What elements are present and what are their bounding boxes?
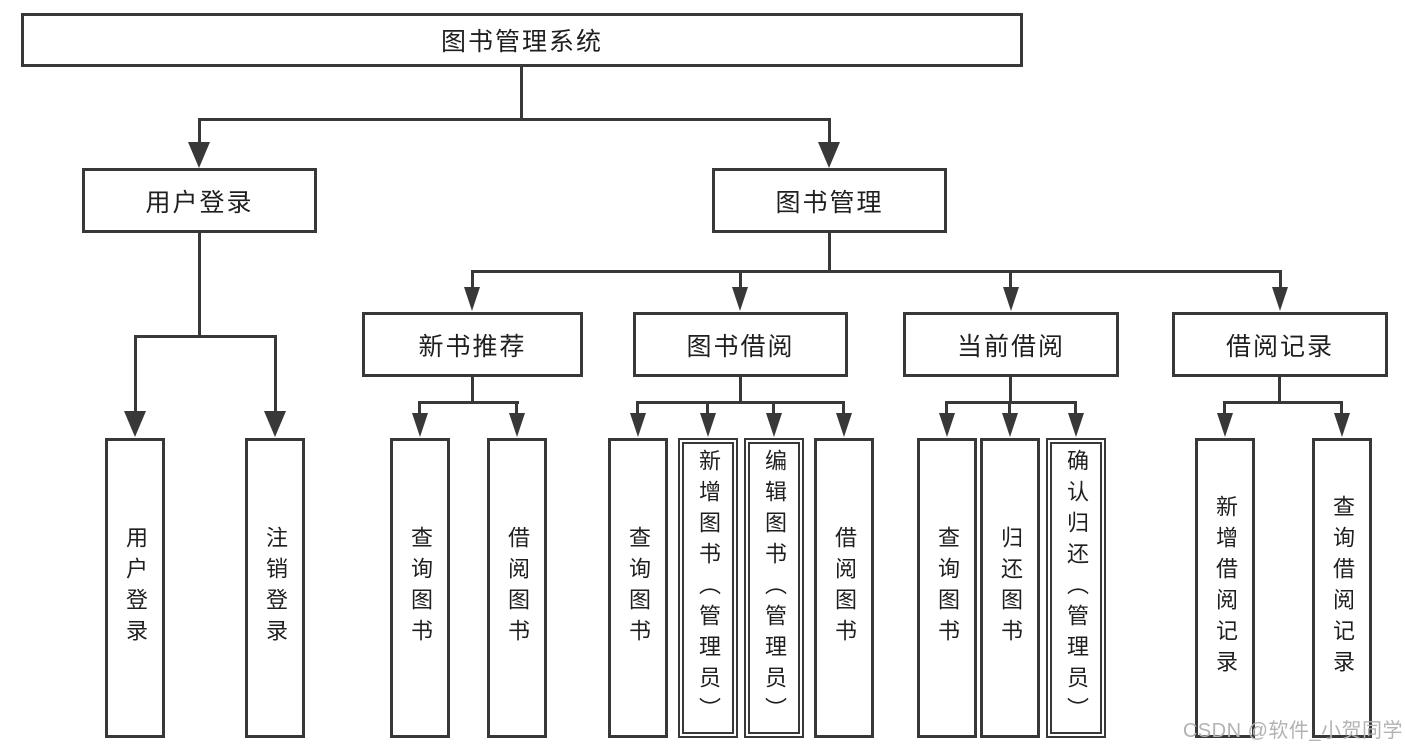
connector-drop-current-confirm bbox=[1074, 403, 1077, 415]
leaf-records-add-record-label: 新增借阅记录 bbox=[1213, 495, 1238, 681]
arrowhead-borrow-query bbox=[630, 413, 646, 437]
connector-drop-current-borrow bbox=[1009, 272, 1012, 290]
leaf-records-query-record: 查询借阅记录 bbox=[1312, 438, 1372, 738]
arrowhead-into-book-borrow bbox=[732, 287, 748, 311]
connector-borrow-stem bbox=[739, 377, 742, 403]
node-current-borrow: 当前借阅 bbox=[903, 312, 1119, 377]
node-user-login: 用户登录 bbox=[82, 168, 317, 233]
arrowhead-records-add bbox=[1217, 413, 1233, 437]
arrowhead-borrow-borrow bbox=[836, 413, 852, 437]
leaf-rec-borrow-book: 借阅图书 bbox=[487, 438, 547, 738]
leaf-borrow-add-book-admin: 新增图书（管理员） bbox=[678, 438, 738, 738]
connector-drop-leaf-logout bbox=[274, 337, 277, 413]
leaf-current-return-book-label: 归还图书 bbox=[998, 526, 1023, 650]
connector-drop-records-query bbox=[1340, 403, 1343, 415]
connector-drop-records-add bbox=[1223, 403, 1226, 415]
connector-drop-rec-borrow bbox=[515, 403, 518, 415]
connector-drop-book-borrow bbox=[739, 272, 742, 290]
connector-drop-borrow-borrow bbox=[842, 403, 845, 415]
arrowhead-current-query bbox=[939, 413, 955, 437]
connector-records-bar bbox=[1223, 401, 1343, 404]
connector-records-stem bbox=[1278, 377, 1281, 403]
connector-drop-leaf-login bbox=[134, 337, 137, 413]
arrowhead-into-new-book-rec bbox=[464, 287, 480, 311]
arrowhead-current-return bbox=[1002, 413, 1018, 437]
leaf-borrow-add-book-admin-label: 新增图书（管理员） bbox=[696, 448, 721, 728]
connector-user-login-bar bbox=[134, 335, 277, 338]
leaf-rec-query-book: 查询图书 bbox=[390, 438, 450, 738]
arrowhead-into-leaf-logout bbox=[264, 411, 286, 437]
arrowhead-borrow-edit bbox=[766, 413, 782, 437]
watermark-csdn: CSDN @软件_小贺同学 bbox=[1182, 720, 1403, 742]
connector-level2-bar bbox=[471, 270, 1282, 273]
leaf-rec-borrow-book-label: 借阅图书 bbox=[505, 526, 530, 650]
connector-drop-new-book-rec bbox=[471, 272, 474, 290]
leaf-current-confirm-return-admin-label: 确认归还（管理员） bbox=[1064, 448, 1089, 728]
arrowhead-current-confirm bbox=[1068, 413, 1084, 437]
arrowhead-rec-query bbox=[412, 413, 428, 437]
arrowhead-into-borrow-records bbox=[1272, 287, 1288, 311]
connector-drop-book-mgmt bbox=[828, 120, 831, 146]
connector-drop-rec-query bbox=[418, 403, 421, 415]
connector-drop-current-return bbox=[1008, 403, 1011, 415]
leaf-borrow-borrow-book-label: 借阅图书 bbox=[832, 526, 857, 650]
connector-root-stem bbox=[520, 65, 523, 120]
leaf-records-add-record: 新增借阅记录 bbox=[1195, 438, 1255, 738]
leaf-borrow-borrow-book: 借阅图书 bbox=[814, 438, 874, 738]
connector-user-login-stem bbox=[198, 233, 201, 337]
arrowhead-borrow-add bbox=[700, 413, 716, 437]
connector-rec-stem bbox=[471, 377, 474, 403]
node-book-mgmt: 图书管理 bbox=[712, 168, 947, 233]
connector-drop-borrow-add bbox=[706, 403, 709, 415]
arrowhead-records-query bbox=[1334, 413, 1350, 437]
connector-drop-current-query bbox=[945, 403, 948, 415]
connector-rec-bar bbox=[418, 401, 519, 404]
leaf-current-return-book: 归还图书 bbox=[980, 438, 1040, 738]
connector-drop-borrow-query bbox=[636, 403, 639, 415]
connector-level1-bar bbox=[198, 118, 831, 121]
leaf-borrow-edit-book-admin: 编辑图书（管理员） bbox=[744, 438, 804, 738]
connector-book-mgmt-stem bbox=[828, 233, 831, 272]
arrowhead-into-user-login bbox=[188, 142, 210, 168]
leaf-current-query-book-label: 查询图书 bbox=[935, 526, 960, 650]
node-book-borrow: 图书借阅 bbox=[633, 312, 848, 377]
leaf-user-login: 用户登录 bbox=[105, 438, 165, 738]
node-new-book-recommend: 新书推荐 bbox=[362, 312, 583, 377]
connector-drop-user-login bbox=[198, 120, 201, 146]
leaf-current-confirm-return-admin: 确认归还（管理员） bbox=[1046, 438, 1106, 738]
leaf-logout-label: 注销登录 bbox=[263, 526, 288, 650]
leaf-user-login-label: 用户登录 bbox=[123, 526, 148, 650]
leaf-records-query-record-label: 查询借阅记录 bbox=[1330, 495, 1355, 681]
leaf-current-query-book: 查询图书 bbox=[917, 438, 977, 738]
arrowhead-rec-borrow bbox=[509, 413, 525, 437]
leaf-borrow-edit-book-admin-label: 编辑图书（管理员） bbox=[762, 448, 787, 728]
arrowhead-into-book-mgmt bbox=[818, 142, 840, 168]
node-library-management-system: 图书管理系统 bbox=[21, 13, 1023, 67]
leaf-rec-query-book-label: 查询图书 bbox=[408, 526, 433, 650]
leaf-borrow-query-book: 查询图书 bbox=[608, 438, 668, 738]
leaf-logout: 注销登录 bbox=[245, 438, 305, 738]
connector-drop-borrow-edit bbox=[772, 403, 775, 415]
leaf-borrow-query-book-label: 查询图书 bbox=[626, 526, 651, 650]
connector-current-stem bbox=[1009, 377, 1012, 403]
connector-drop-borrow-records bbox=[1279, 272, 1282, 290]
connector-borrow-bar bbox=[636, 401, 845, 404]
arrowhead-into-current-borrow bbox=[1003, 287, 1019, 311]
node-borrow-records: 借阅记录 bbox=[1172, 312, 1388, 377]
arrowhead-into-leaf-login bbox=[124, 411, 146, 437]
connector-current-bar bbox=[945, 401, 1077, 404]
